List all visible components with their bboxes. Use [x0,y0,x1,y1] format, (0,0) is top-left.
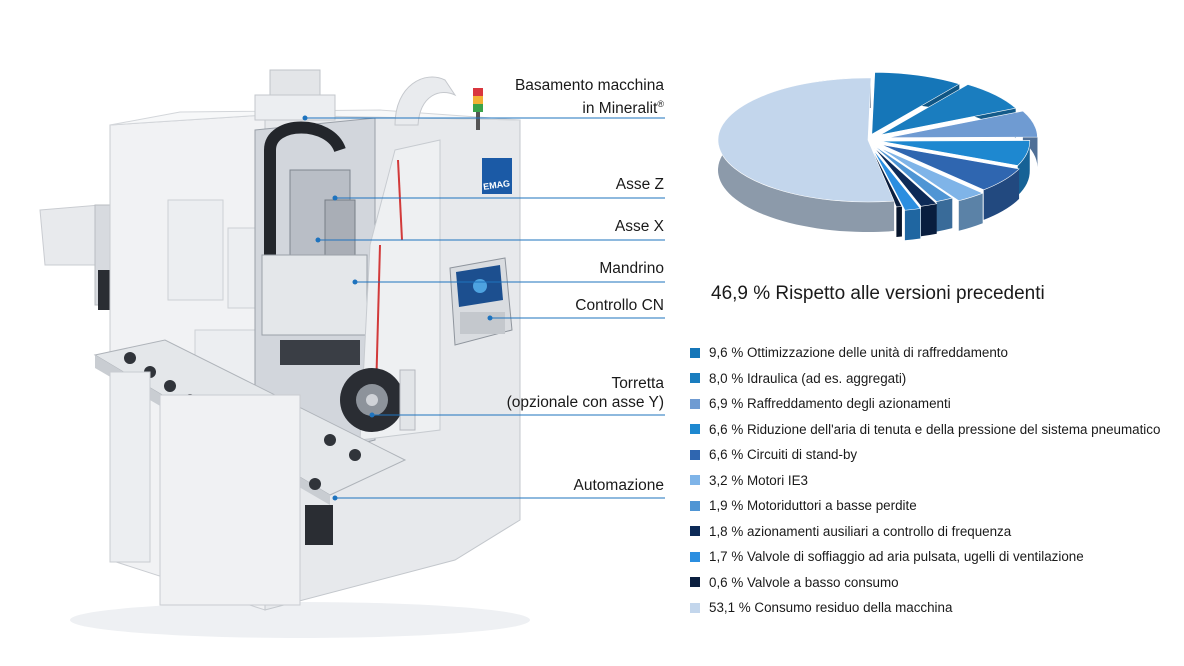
machine-illustration: EMAG [39,69,665,638]
pie-chart-svg [717,72,1038,241]
pie-slice [887,110,1038,139]
pie-slice-side [983,168,1020,220]
legend-item: 53,1 % Consumo residuo della macchina [690,595,1180,621]
legend-item: 8,0 % Idraulica (ad es. aggregati) [690,366,1180,392]
legend-label: 8,0 % Idraulica (ad es. aggregati) [709,370,907,386]
legend-swatch [690,475,700,486]
pie-slice [879,147,984,202]
legend-item: 1,9 % Motoriduttori a basse perdite [690,493,1180,519]
callout-torretta-line1: Torretta [611,375,664,392]
legend-label: 1,7 % Valvole di soffiaggio ad aria puls… [709,549,1084,565]
callout-basamento-line2-text: in Mineralit [582,100,658,118]
legend-label: 6,6 % Circuiti di stand-by [709,447,858,463]
pie-slice-side [904,208,921,241]
floor-shadow [70,602,530,638]
pie-top-layer [717,72,1038,211]
legend-swatch [690,577,700,588]
legend-swatch [690,347,700,358]
callout-basamento-line2: in Mineralit® [515,95,664,118]
callout-asse-z: Asse Z [616,175,664,194]
legend-swatch [690,551,700,562]
turret [340,368,416,432]
callout-basamento: Basamento macchina in Mineralit® [515,76,664,118]
legend-swatch [690,500,700,511]
callout-controllo-cn: Controllo CN [575,296,664,315]
callout-asse-z-label: Asse Z [615,176,664,193]
pie-slice-side [958,193,983,231]
callout-asse-x-label: Asse X [614,218,664,235]
legend-label: 6,9 % Raffreddamento degli azionamenti [709,396,951,412]
callout-automazione: Automazione [574,476,664,495]
legend-item: 6,6 % Circuiti di stand-by [690,442,1180,468]
callout-asse-x: Asse X [615,217,664,236]
legend-label: 3,2 % Motori IE3 [709,472,808,488]
callout-basamento-line1: Basamento macchina [514,77,664,94]
legend-item: 0,6 % Valvole a basso consumo [690,570,1180,596]
pie-slice [873,145,954,202]
legend-item: 3,2 % Motori IE3 [690,468,1180,494]
pie-slice-side [896,206,902,237]
emag-logo-text: EMAG [483,178,511,192]
pie-slice-side [936,198,953,232]
machine-drawing: EMAG [39,69,665,638]
legend-swatch [690,424,700,435]
legend-item: 6,9 % Raffreddamento degli azionamenti [690,391,1180,417]
top-unit [254,69,483,130]
cnc-control-panel [449,257,513,346]
legend-item: 1,8 % azionamenti ausiliari a controllo … [690,519,1180,545]
pie-slice [880,84,1017,136]
callout-mandrino: Mandrino [599,259,664,278]
callout-mandrino-label: Mandrino [599,260,664,277]
callout-dots [302,115,493,501]
callout-torretta-line2: (opzionale con asse Y) [506,394,664,411]
pie-slice-side [920,203,937,237]
legend-swatch [690,373,700,384]
legend-label: 1,8 % azionamenti ausiliari a controllo … [709,523,1012,539]
pie-slice [873,147,938,207]
legend-swatch [690,602,700,613]
pie-slice [880,144,1020,191]
legend-label: 6,6 % Riduzione dell'aria di tenuta e de… [709,421,1161,437]
registered-mark: ® [657,99,664,109]
legend-label: 0,6 % Valvole a basso consumo [709,574,899,590]
legend-label: 1,9 % Motoriduttori a basse perdite [709,498,917,514]
pie-slice [879,140,1031,166]
callout-controllo-cn-label: Controllo CN [575,297,664,314]
callout-automazione-label: Automazione [573,477,664,494]
automation-track [93,339,407,606]
legend-swatch [690,398,700,409]
door-panel [359,139,441,441]
legend-item: 6,6 % Riduzione dell'aria di tenuta e de… [690,417,1180,443]
savings-headline: 46,9 % Rispetto alle versioni precedenti [711,283,1045,304]
pie-slice [872,149,921,211]
pie-slice [871,72,961,135]
legend-item: 1,7 % Valvole di soffiaggio ad aria puls… [690,544,1180,570]
callout-leaders [305,117,665,499]
pie-legend: 9,6 % Ottimizzazione delle unità di raff… [690,340,1180,621]
legend-item: 9,6 % Ottimizzazione delle unità di raff… [690,340,1180,366]
pie-chart [700,40,1040,260]
legend-swatch [690,526,700,537]
emag-logo: EMAG [482,158,512,194]
pie-slice [717,77,895,203]
legend-label: 53,1 % Consumo residuo della macchina [709,600,953,616]
callout-torretta: Torretta (opzionale con asse Y) [507,374,664,412]
pie-slice [870,145,903,208]
legend-swatch [690,449,700,460]
work-area [254,117,376,471]
legend-label: 9,6 % Ottimizzazione delle unità di raff… [709,345,1008,361]
